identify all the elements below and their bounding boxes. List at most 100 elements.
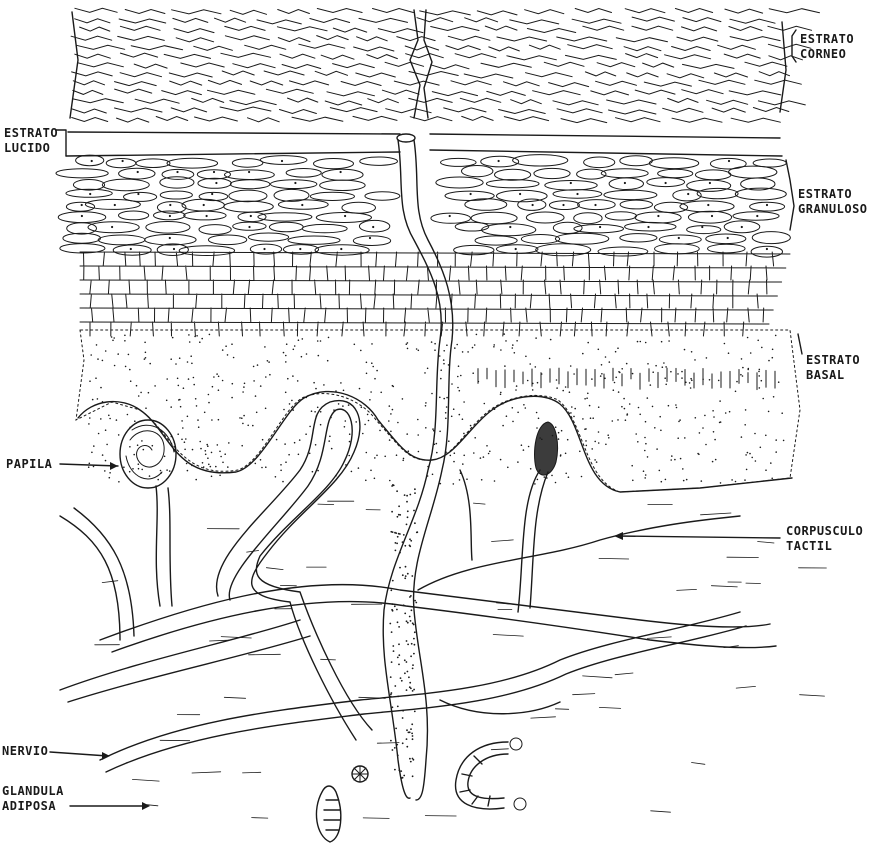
duct-stipple: [407, 510, 409, 512]
granule-dot: [137, 193, 139, 195]
duct-stipple: [404, 659, 406, 661]
basal-stipple: [425, 405, 427, 407]
basal-stipple: [512, 421, 514, 423]
basal-stipple: [348, 404, 350, 406]
basal-stipple: [556, 387, 558, 389]
basal-stipple: [233, 357, 235, 359]
basal-stipple: [225, 345, 227, 347]
basal-stipple: [241, 417, 243, 419]
basal-stipple: [369, 399, 371, 401]
basal-stipple: [702, 427, 704, 429]
basal-stipple: [102, 360, 104, 362]
basal-stipple: [299, 439, 301, 441]
basal-stipple: [144, 358, 146, 360]
duct-stipple: [404, 545, 406, 547]
basal-stipple: [349, 433, 351, 435]
basal-stipple: [440, 378, 442, 380]
basal-stipple: [425, 427, 427, 429]
duct-stipple: [404, 613, 406, 615]
basal-stipple: [239, 417, 241, 419]
basal-stipple: [105, 429, 107, 431]
basal-stipple: [618, 371, 620, 373]
basal-stipple: [372, 366, 374, 368]
basal-stipple: [691, 351, 693, 353]
granular-cell: [706, 234, 746, 244]
basal-stipple: [275, 476, 277, 478]
basal-stipple: [182, 427, 184, 429]
basal-stipple: [170, 406, 172, 408]
basal-stipple: [298, 454, 300, 456]
basal-stipple: [416, 348, 418, 350]
granular-cell: [673, 190, 701, 201]
duct-stipple: [410, 620, 412, 622]
granular-cell: [482, 224, 536, 236]
basal-stipple: [656, 448, 658, 450]
stratum-spinosum: [80, 252, 790, 336]
basal-stipple: [305, 433, 307, 435]
basal-stipple: [149, 475, 151, 477]
basal-stipple: [679, 419, 681, 421]
basal-stipple: [598, 431, 600, 433]
duct-stipple: [404, 577, 406, 579]
basal-stipple: [747, 452, 749, 454]
basal-stipple: [683, 480, 685, 482]
basal-stipple: [695, 417, 697, 419]
duct-stipple: [397, 657, 399, 659]
basal-stipple: [376, 455, 378, 457]
granular-cell: [620, 200, 652, 209]
basal-stipple: [215, 466, 217, 468]
basal-stipple: [618, 391, 620, 393]
basal-stipple: [587, 342, 589, 344]
basal-stipple: [88, 423, 90, 425]
basal-stipple: [568, 476, 570, 478]
basal-stipple: [680, 458, 682, 460]
basal-stipple: [136, 385, 138, 387]
basal-stipple: [210, 466, 212, 468]
granule-dot: [727, 237, 729, 239]
basal-stipple: [389, 405, 391, 407]
basal-stipple: [682, 468, 684, 470]
basal-stipple: [183, 387, 185, 389]
basal-stipple: [291, 400, 293, 402]
duct-stipple: [415, 602, 417, 604]
basal-stipple: [294, 345, 296, 347]
basal-stipple: [463, 433, 465, 435]
basal-stipple: [208, 402, 210, 404]
basal-stipple: [366, 362, 368, 364]
basal-stipple: [127, 414, 129, 416]
basal-stipple: [532, 389, 534, 391]
basal-stipple: [309, 426, 311, 428]
granule-dot: [301, 204, 303, 206]
basal-stipple: [344, 426, 346, 428]
basal-stipple: [138, 395, 140, 397]
basal-stipple: [144, 342, 146, 344]
duct-stipple: [406, 620, 408, 622]
basal-stipple: [252, 425, 254, 427]
duct-stipple: [391, 631, 393, 633]
duct-stipple: [410, 728, 412, 730]
gland-acinus: [514, 798, 526, 810]
basal-stipple: [462, 418, 464, 420]
basal-stipple: [196, 405, 198, 407]
basal-stipple: [257, 364, 259, 366]
granule-dot: [340, 171, 342, 173]
granule-dot: [122, 160, 124, 162]
basal-stipple: [418, 451, 420, 453]
gland-rosette-spokes: [352, 766, 368, 782]
keratin-zigzags: [71, 8, 819, 122]
basal-stipple: [219, 451, 221, 453]
basal-stipple: [203, 466, 205, 468]
granular-cell: [733, 212, 779, 220]
basal-stipple: [267, 360, 269, 362]
basal-stipple: [494, 480, 496, 482]
basal-stipple: [647, 397, 649, 399]
basal-stipple: [555, 482, 557, 484]
duct-stipple: [395, 728, 397, 730]
nerve-network: [60, 501, 826, 818]
basal-stipple: [106, 444, 108, 446]
basal-stipple: [407, 342, 409, 344]
basal-stipple: [613, 389, 615, 391]
granule-dot: [91, 160, 93, 162]
duct-stipple: [397, 516, 399, 518]
basal-stipple: [570, 365, 572, 367]
